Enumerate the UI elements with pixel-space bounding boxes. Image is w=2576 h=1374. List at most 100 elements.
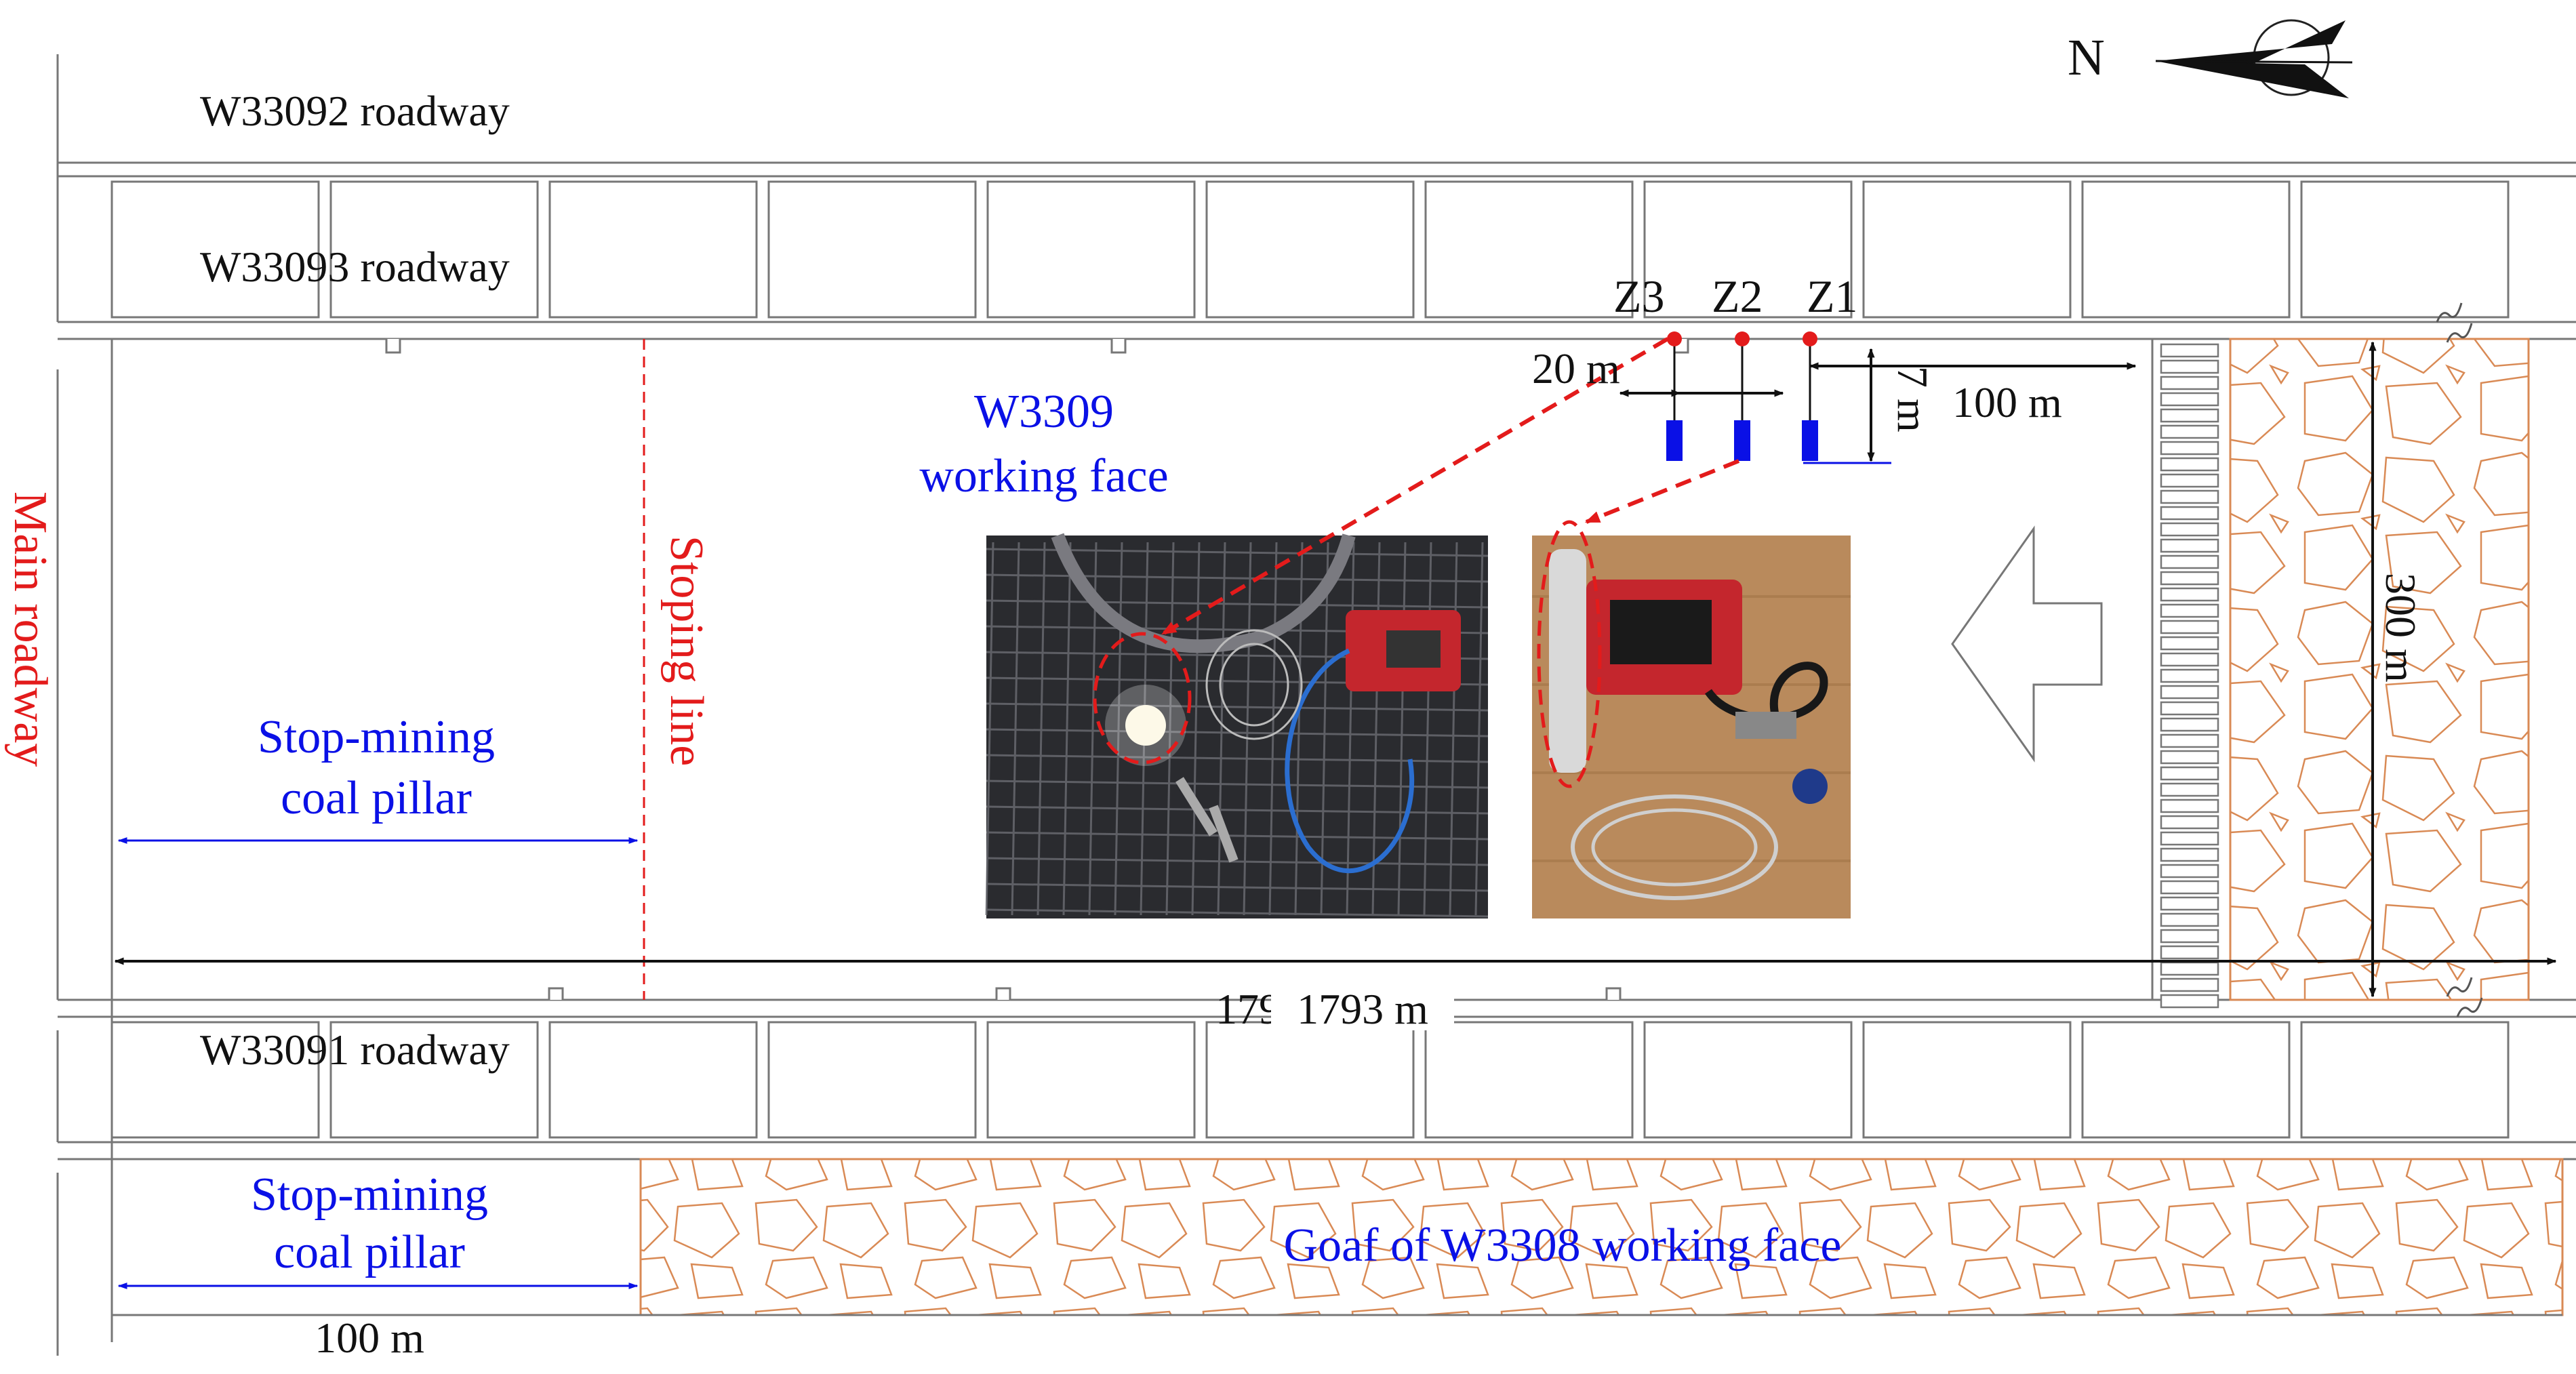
roof-cutting-slot — [2160, 782, 2219, 797]
main-roadway-label: Main roadway — [4, 491, 56, 767]
roof-cutting-slot — [2160, 945, 2219, 960]
coal-pillar-block — [1205, 180, 1415, 319]
sensor-highlight-ellipse — [1093, 632, 1192, 765]
roof-cutting-slot — [2160, 912, 2219, 927]
roof-cutting-slot — [2160, 685, 2219, 700]
coal-pillar-block — [2081, 1021, 2291, 1139]
station-dot-z2 — [1735, 331, 1750, 346]
roof-cutting-slot — [2160, 587, 2219, 602]
coal-pillar-block — [2081, 180, 2291, 319]
roof-cutting-slot — [2160, 441, 2219, 456]
roof-cutting-slot — [2160, 473, 2219, 488]
leader-arrow-z3 — [1161, 337, 1669, 636]
roof-cutting-slot — [2160, 929, 2219, 944]
pillar-label-line1: Stop-mining — [258, 711, 495, 763]
sensor-z1 — [1802, 420, 1818, 461]
station-label-z3: Z3 — [1613, 270, 1665, 322]
coal-pillar-block — [1424, 180, 1634, 319]
roof-cutting-slot — [2160, 864, 2219, 878]
roof-cutting-slot — [2160, 359, 2219, 374]
sensor-z3 — [1666, 420, 1683, 461]
coal-pillar-block — [1424, 1021, 1634, 1139]
roof-cutting-slot — [2160, 896, 2219, 911]
roof-cutting-slot — [2160, 668, 2219, 683]
roof-cutting-slot — [2160, 766, 2219, 781]
coal-pillar-block — [329, 180, 539, 319]
underground-installation-photo — [985, 533, 1489, 918]
coal-pillar-block — [2300, 1021, 2510, 1139]
spacing-label: 20 m — [1532, 344, 1620, 392]
north-arrow-icon — [2155, 19, 2353, 98]
roof-cutting-slot — [2160, 603, 2219, 618]
roof-cutting-slot — [2160, 457, 2219, 472]
roof-cutting-slot — [2160, 831, 2219, 846]
roof-cutting-slot — [2160, 799, 2219, 813]
roof-cutting-slot — [2160, 750, 2219, 765]
device-highlight-ellipse — [1537, 520, 1602, 788]
goaf-label: Goaf of W3308 working face — [1284, 1219, 1842, 1272]
roof-cutting-slot — [2160, 376, 2219, 390]
station-dot-z1 — [1803, 331, 1817, 346]
station-dot-z3 — [1667, 331, 1682, 346]
depth-label: 7 m — [1889, 366, 1937, 432]
roof-cutting-slot — [2160, 408, 2219, 423]
coal-pillar-block — [767, 180, 977, 319]
station-label-z2: Z2 — [1712, 270, 1763, 322]
goaf-right — [2229, 338, 2530, 1001]
roadway-label-w33091: W33091 roadway — [200, 1026, 510, 1074]
leader-arrow-sensor — [1584, 459, 1740, 524]
roof-cutting-slot — [2160, 489, 2219, 504]
coal-pillars-lower — [110, 1021, 2510, 1139]
roof-cutting-slot — [2160, 977, 2219, 992]
coal-pillar-block — [986, 180, 1196, 319]
roof-cutting-slot — [2160, 392, 2219, 407]
coal-pillar-block — [110, 1021, 320, 1139]
coal-pillar-block — [986, 1021, 1196, 1139]
coal-pillar-block — [1643, 180, 1853, 319]
stoping-line-label: Stoping line — [660, 536, 712, 766]
roof-cutting-slot — [2160, 620, 2219, 634]
roof-cutting-slot — [2160, 733, 2219, 748]
roof-cutting-slot — [2160, 847, 2219, 862]
coal-pillar-block — [1862, 1021, 2072, 1139]
coal-pillar-block — [110, 180, 320, 319]
monitoring-stations — [1666, 331, 1818, 461]
roof-cutting-slot — [2160, 554, 2219, 569]
coal-pillar-block — [1643, 1021, 1853, 1139]
roadway-label-w33092: W33092 roadway — [200, 87, 510, 135]
roof-cutting-slot — [2160, 424, 2219, 439]
north-label: N — [2068, 29, 2105, 86]
roof-cutting-slot — [2160, 701, 2219, 716]
roof-cutting-slot — [2160, 636, 2219, 651]
coal-pillar-block — [548, 1021, 758, 1139]
roof-cutting-slot — [2160, 994, 2219, 1009]
roof-cutting-slot — [2160, 506, 2219, 521]
roadway-label-w33093: W33093 roadway — [200, 243, 510, 291]
roof-cutting-slot — [2160, 961, 2219, 976]
sensor-z2 — [1734, 420, 1750, 461]
roof-cutting-zone — [2160, 343, 2219, 1009]
coal-pillar-block — [1205, 1021, 1415, 1139]
coal-pillar-block — [2300, 180, 2510, 319]
roof-cutting-slot — [2160, 815, 2219, 830]
station-label-z1: Z1 — [1807, 270, 1858, 322]
pillar-bottom-line2: coal pillar — [274, 1226, 465, 1278]
coal-pillar-block — [767, 1021, 977, 1139]
coal-pillar-block — [329, 1021, 539, 1139]
roof-cutting-slot — [2160, 880, 2219, 895]
roof-cutting-slot — [2160, 522, 2219, 537]
stress-meter-equipment-photo — [1532, 520, 1851, 918]
roof-cutting-slot — [2160, 717, 2219, 732]
roof-cutting-slot — [2160, 538, 2219, 553]
roof-cutting-slot — [2160, 343, 2219, 358]
roof-cutting-slot — [2160, 571, 2219, 586]
coal-pillar-block — [1862, 180, 2072, 319]
goaf-w3308 — [639, 1158, 2564, 1316]
advance-direction-arrow-icon — [1951, 525, 2103, 763]
working-face-line2: working face — [919, 450, 1168, 502]
pillar-label-line2: coal pillar — [281, 772, 472, 824]
roof-cutting-slot — [2160, 652, 2219, 667]
working-face-line1: W3309 — [974, 386, 1114, 438]
coal-pillars-upper — [110, 180, 2510, 319]
